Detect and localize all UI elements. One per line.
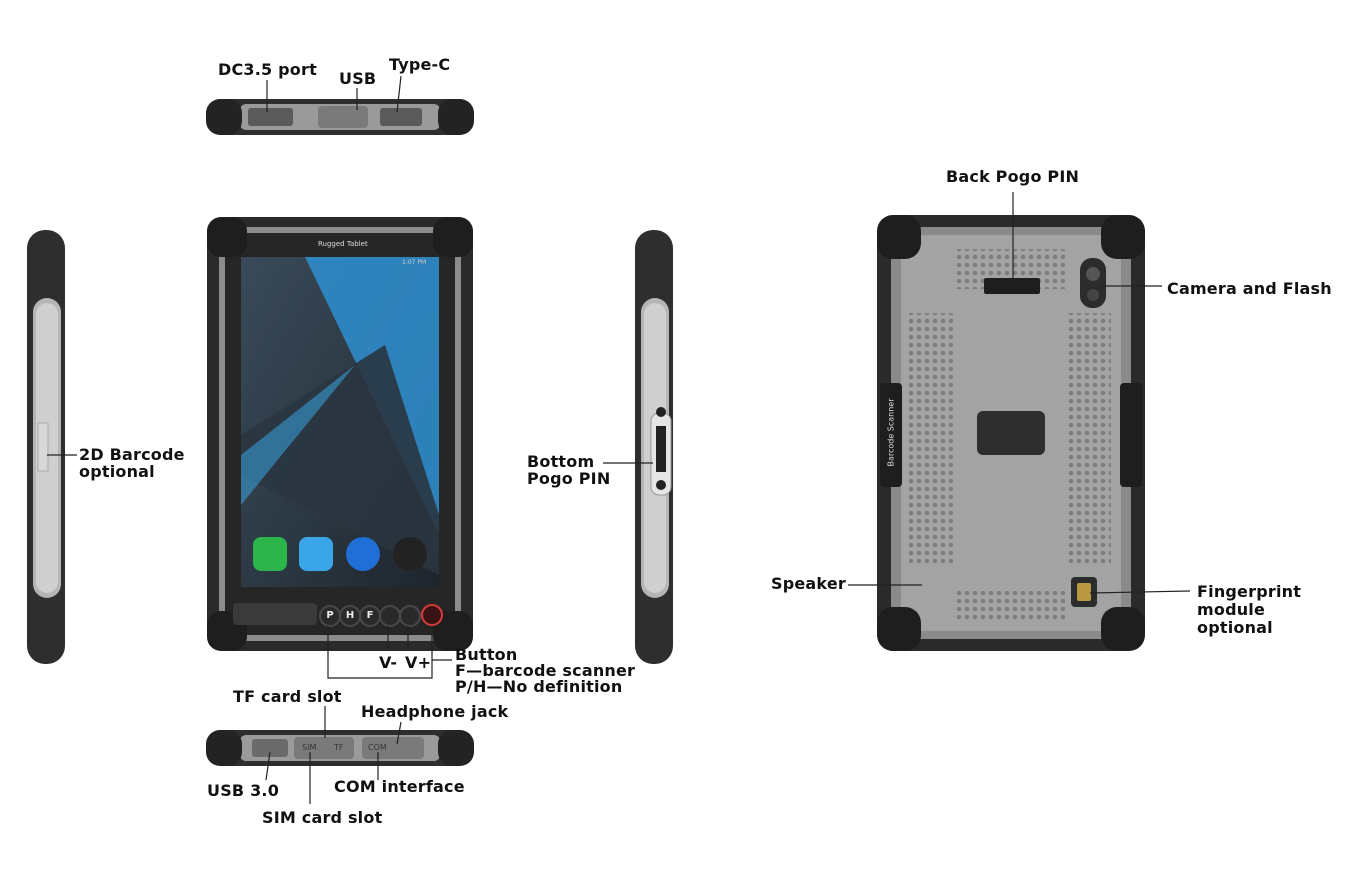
fingerprint-label-2: module (1197, 601, 1265, 618)
back-pogo-label: Back Pogo PIN (946, 168, 1079, 185)
fingerprint-label-3: optional (1197, 619, 1273, 636)
fingerprint-label-1: Fingerprint (1197, 583, 1301, 600)
camera-flash-label: Camera and Flash (1167, 280, 1332, 297)
speaker-label: Speaker (771, 575, 846, 592)
